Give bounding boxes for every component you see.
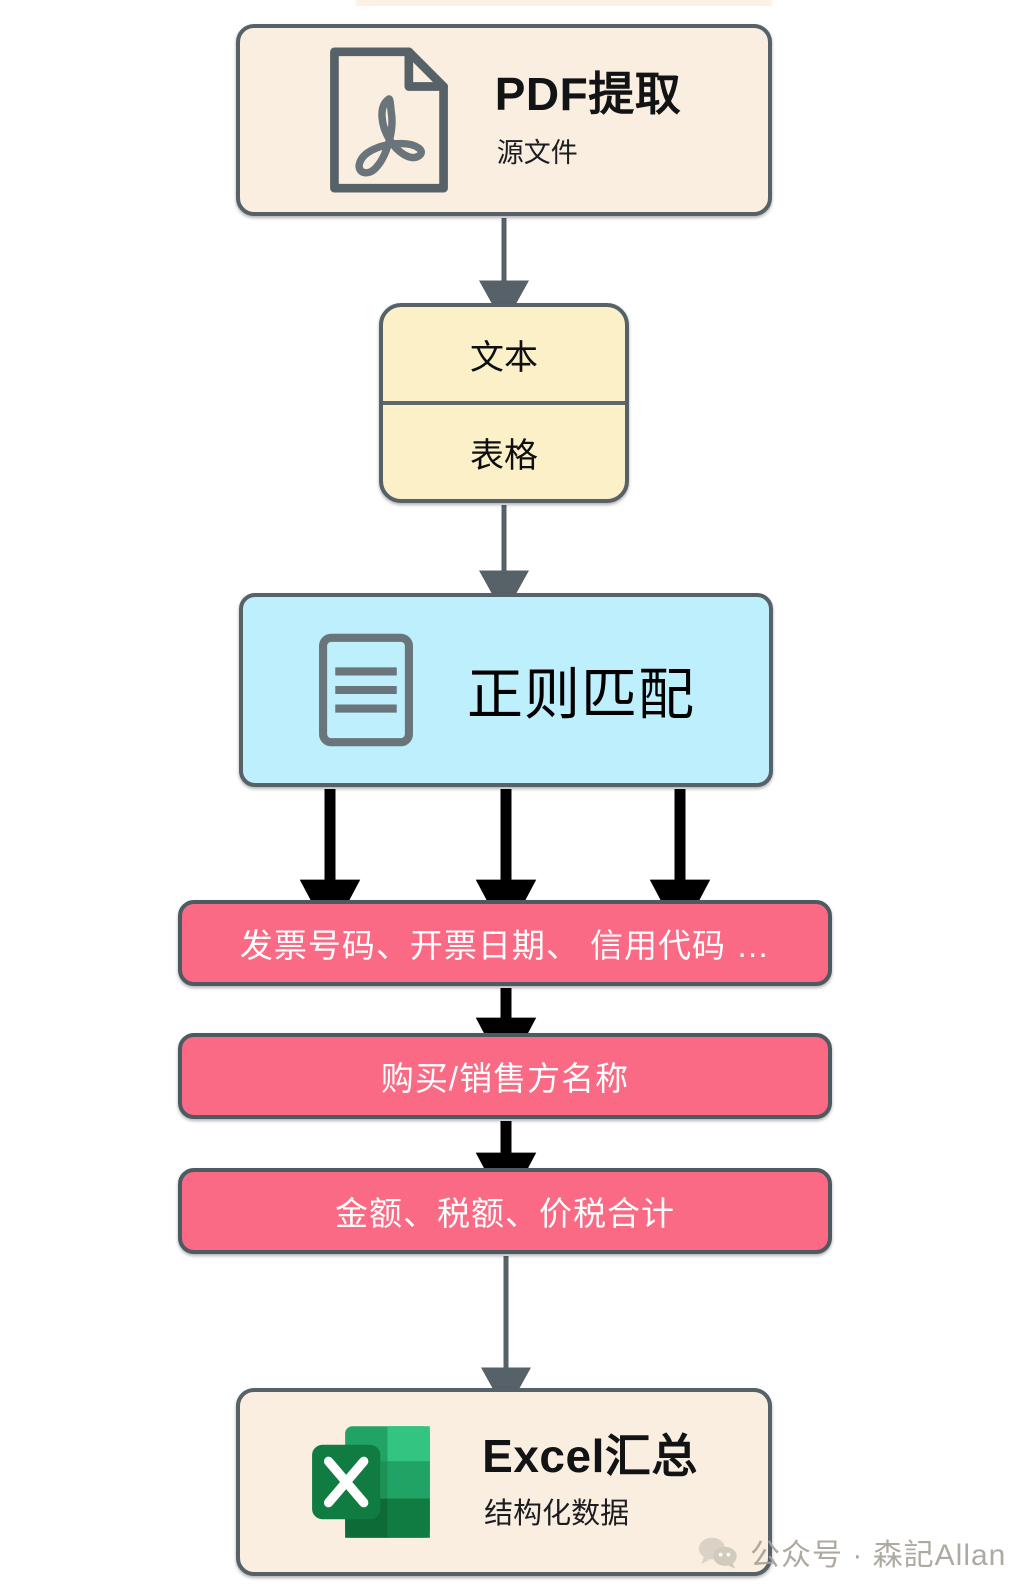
pdf-document-icon: [329, 47, 448, 193]
field-group-2-label: 购买/销售方名称: [380, 1060, 630, 1097]
node-excel-title: Excel汇总: [482, 1429, 698, 1482]
clipped-top-edge: [356, 0, 772, 6]
split-cell-table[interactable]: 表格: [470, 436, 538, 475]
split-cell-text[interactable]: 文本: [383, 307, 625, 405]
node-excel-summary[interactable]: Excel汇总 结构化数据: [236, 1388, 772, 1576]
node-pdf-extract[interactable]: PDF提取 源文件: [236, 24, 772, 216]
lines-document-icon: [319, 633, 413, 747]
excel-icon: [312, 1426, 431, 1538]
excel-text-group: Excel汇总 结构化数据: [482, 1432, 698, 1532]
node-field-group-3[interactable]: 金额、税额、价税合计: [178, 1168, 832, 1254]
node-extraction-split[interactable]: 文本 表格: [379, 303, 629, 503]
field-group-1-label: 发票号码、开票日期、 信用代码 …: [239, 927, 771, 964]
node-pdf-title: PDF提取: [494, 68, 682, 121]
node-regex-match[interactable]: 正则匹配: [239, 593, 773, 787]
field-group-3-label: 金额、税额、价税合计: [335, 1195, 675, 1232]
node-field-group-2[interactable]: 购买/销售方名称: [178, 1033, 832, 1119]
node-regex-title: 正则匹配: [467, 662, 695, 726]
pdf-text-group: PDF提取 源文件: [495, 70, 682, 169]
node-excel-subtitle: 结构化数据: [484, 1498, 630, 1531]
node-pdf-subtitle: 源文件: [496, 137, 578, 168]
node-field-group-1[interactable]: 发票号码、开票日期、 信用代码 …: [178, 900, 832, 986]
